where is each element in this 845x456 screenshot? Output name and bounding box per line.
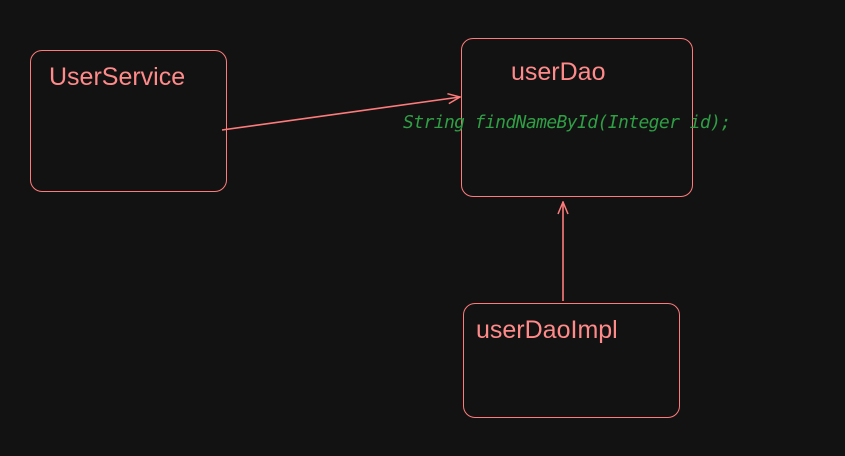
user-dao-method-signature: String findNameById(Integer id); <box>403 112 731 133</box>
node-user-dao-impl[interactable]: userDaoImpl <box>463 303 680 418</box>
node-user-dao-impl-label: userDaoImpl <box>476 316 618 344</box>
node-user-dao-label: userDao <box>511 58 606 86</box>
node-user-service-label: UserService <box>49 63 186 91</box>
node-user-dao[interactable]: userDao <box>461 38 693 197</box>
node-user-service[interactable]: UserService <box>30 50 227 192</box>
arrow-userservice-to-userdao[interactable] <box>221 97 460 131</box>
